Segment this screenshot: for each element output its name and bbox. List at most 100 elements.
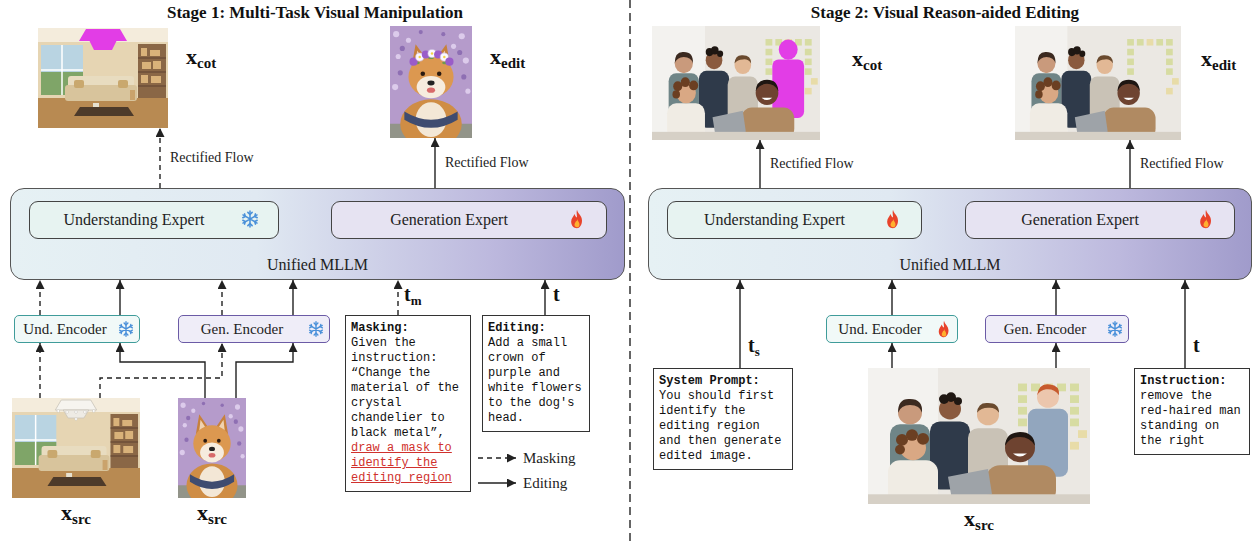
editing-arrow (236, 343, 293, 398)
image-label: xsrc (178, 500, 246, 528)
expert-box: Understanding Expert (29, 201, 279, 239)
people-edited-image (1015, 26, 1181, 140)
box-label: Understanding Expert (704, 211, 845, 229)
prompt-text: remove the red-haired man standing on th… (1140, 389, 1244, 449)
masking-arrow (397, 280, 398, 315)
variable-symbol: x (1201, 46, 1212, 71)
legend-label: Masking (523, 449, 576, 467)
encoder-box: Und. Encoder (826, 315, 958, 343)
box-label: Und. Encoder (23, 321, 106, 338)
input-symbol: tm (404, 283, 422, 309)
people-source-image (868, 368, 1090, 504)
variable-subscript: edit (1212, 57, 1236, 73)
editing-arrow (739, 280, 740, 368)
encoder-box: Gen. Encoder (985, 315, 1129, 343)
encoder-box: Gen. Encoder (178, 315, 330, 343)
image-label: xcot (186, 44, 216, 72)
image-label: xedit (490, 44, 525, 72)
stage-title: Stage 2: Visual Reason-aided Editing (630, 3, 1260, 23)
variable-symbol: x (197, 500, 208, 525)
stage-divider (629, 0, 631, 542)
masking-arrow (39, 280, 40, 315)
variable-subscript: s (755, 344, 760, 359)
box-label: Und. Encoder (838, 321, 921, 338)
variable-symbol: t (748, 334, 755, 356)
box-label: Unified MLLM (649, 256, 1251, 274)
editing-arrow (120, 343, 205, 398)
editing-arrow (1129, 140, 1130, 188)
prompt-text: draw a mask to identify the editing regi… (351, 441, 465, 486)
masking-arrow (39, 343, 40, 398)
trainable-icon (1200, 210, 1211, 228)
variable-symbol: t (553, 283, 560, 305)
variable-subscript: src (72, 511, 91, 527)
dog-edited-image (390, 26, 472, 148)
input-symbol: t (553, 283, 560, 306)
prompt-text: Given the instruction: “Change the mater… (351, 336, 465, 441)
expert-box: Generation Expert (965, 201, 1235, 239)
image-label: xedit (1201, 46, 1236, 74)
unified-mllm-box: Unified MLLM Understanding Expert Generati… (648, 188, 1252, 280)
prompt-box: Editing:Add a small crown of purple and … (482, 315, 590, 432)
trainable-icon (887, 210, 898, 228)
room-source-image (12, 398, 140, 498)
prompt-box: System Prompt:You should first identify … (653, 368, 793, 470)
image-panel: xedit (390, 26, 472, 138)
expert-box: Generation Expert (331, 201, 607, 239)
title-text: Stage 2: Visual Reason-aided Editing (811, 3, 1079, 22)
encoder-box: Und. Encoder (14, 315, 140, 343)
box-label: Generation Expert (390, 211, 508, 229)
frozen-icon (310, 322, 323, 336)
box-label: Understanding Expert (64, 211, 205, 229)
prompt-heading: Instruction: (1140, 374, 1244, 389)
image-label: xsrc (868, 506, 1090, 534)
edge-label: Rectified Flow (168, 150, 256, 166)
input-symbol: t (1193, 334, 1200, 357)
prompt-text: Add a small crown of purple and white fl… (488, 336, 584, 426)
frozen-icon (1109, 322, 1122, 336)
editing-arrow (544, 280, 545, 315)
image-label: xcot (852, 46, 882, 74)
variable-subscript: cot (197, 55, 216, 71)
variable-subscript: m (411, 293, 422, 308)
trainable-icon (571, 210, 582, 228)
editing-arrow (891, 280, 892, 315)
people-mask-image (652, 26, 820, 140)
masking-arrow (221, 280, 222, 315)
legend-label: Editing (523, 474, 567, 492)
prompt-heading: Masking: (351, 321, 465, 336)
box-label: Gen. Encoder (201, 321, 283, 338)
prompt-box: Instruction:remove the red-haired man st… (1134, 368, 1250, 455)
variable-subscript: src (975, 517, 994, 533)
variable-symbol: x (852, 46, 863, 71)
editing-arrow (759, 140, 760, 188)
editing-arrow (891, 343, 892, 368)
prompt-heading: Editing: (488, 321, 584, 336)
prompt-text: You should first identify the editing re… (659, 389, 787, 464)
editing-arrow (119, 280, 120, 315)
title-text: Stage 1: Multi-Task Visual Manipulation (167, 3, 463, 22)
image-panel: xcot (652, 26, 820, 140)
variable-symbol: t (1193, 334, 1200, 356)
box-label: Unified MLLM (11, 256, 624, 274)
prompt-heading: System Prompt: (659, 374, 787, 389)
prompt-box: Masking:Given the instruction: “Change t… (345, 315, 471, 492)
input-symbol: ts (748, 334, 760, 360)
variable-symbol: t (404, 283, 411, 305)
image-panel: xedit (1015, 26, 1181, 140)
edge-label: Rectified Flow (1138, 156, 1226, 172)
edge-label: Rectified Flow (768, 156, 856, 172)
variable-symbol: x (186, 44, 197, 69)
frozen-icon (120, 322, 133, 336)
image-panel: xcot (38, 28, 168, 128)
variable-symbol: x (490, 44, 501, 69)
legend-solid-sample (478, 482, 516, 483)
stage-title: Stage 1: Multi-Task Visual Manipulation (0, 3, 630, 23)
edge-label: Rectified Flow (443, 155, 531, 171)
expert-box: Understanding Expert (667, 201, 922, 239)
image-panel: xsrc (868, 368, 1090, 504)
image-label: xsrc (12, 500, 140, 528)
variable-subscript: cot (863, 57, 882, 73)
